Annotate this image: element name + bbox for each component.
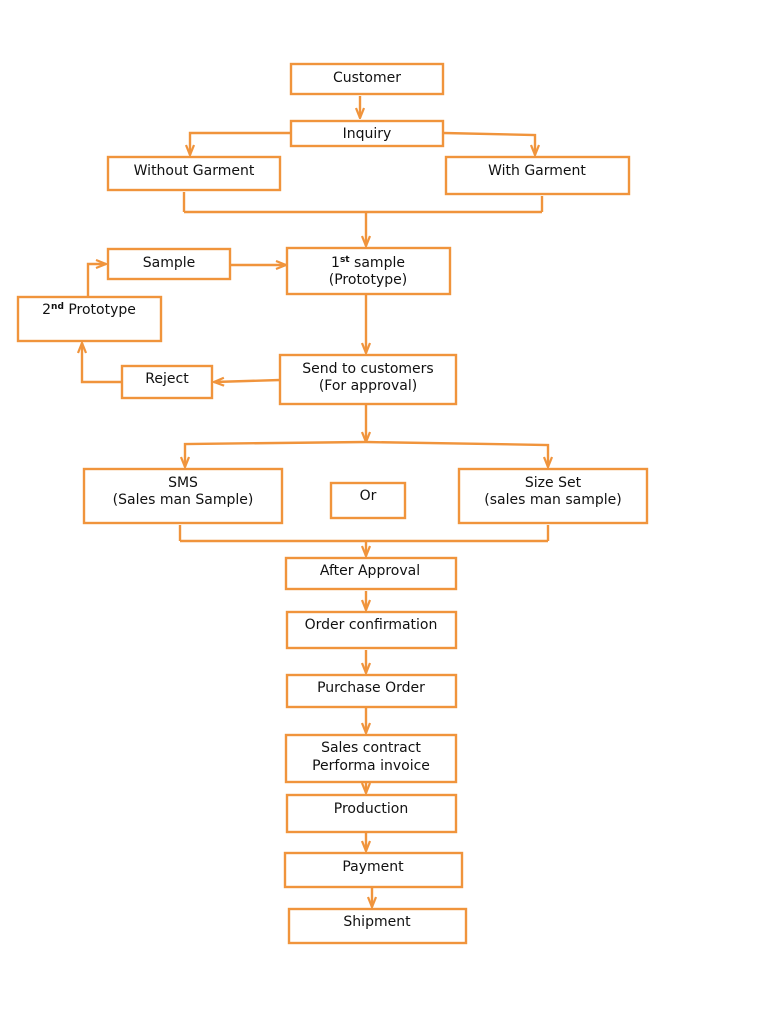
node-size-set-line2: (sales man sample) [484,492,621,508]
node-sales-contract-line1: Sales contract [321,740,421,756]
node-production-label: Production [334,801,408,817]
node-with-garment-label: With Garment [488,163,586,179]
connectors [82,96,548,907]
node-first-sample: 1st sample (Prototype) [285,246,452,296]
node-first-sample-line2: (Prototype) [329,272,407,288]
node-reject-label: Reject [145,371,189,387]
node-sample: Sample [106,247,232,281]
node-order-confirmation-label: Order confirmation [305,617,438,633]
node-size-set-line1: Size Set [525,475,582,491]
node-send-to-customers-line2: (For approval) [319,378,417,394]
node-second-prototype-label: 2nd Prototype [42,302,136,318]
node-without-garment-label: Without Garment [134,163,255,179]
node-size-set: Size Set (sales man sample) [457,467,649,525]
node-shipment: Shipment [287,907,468,945]
connector-second-prototype-sample [86,264,106,296]
node-second-prototype: 2nd Prototype [16,295,163,343]
connector-inquiry-with-garment [443,131,535,155]
node-sales-contract: Sales contract Performa invoice [284,733,458,784]
node-or: Or [329,481,407,520]
node-first-sample-line1: 1st sample [331,255,405,271]
node-reject: Reject [120,364,214,400]
node-send-to-customers-line1: Send to customers [302,361,433,377]
node-order-confirmation: Order confirmation [285,610,458,650]
node-customer: Customer [289,62,445,96]
node-with-garment: With Garment [444,155,631,196]
nodes: Customer Inquiry Without Garment With Ga… [16,62,649,945]
connector-reject-second-prototype [82,343,121,384]
node-inquiry-label: Inquiry [343,126,392,142]
node-or-label: Or [360,488,377,504]
node-payment: Payment [283,851,464,889]
node-customer-label: Customer [333,70,401,86]
connector-inquiry-without-garment [190,131,290,155]
node-sms: SMS (Sales man Sample) [82,467,284,525]
node-payment-label: Payment [342,859,404,875]
node-purchase-order-label: Purchase Order [317,680,425,696]
node-inquiry: Inquiry [289,119,445,148]
node-production: Production [285,793,458,834]
connector-split-size-set [365,440,548,467]
node-send-to-customers: Send to customers (For approval) [278,353,458,406]
node-after-approval: After Approval [284,556,458,591]
node-shipment-label: Shipment [343,914,411,930]
connector-split-sms [185,440,367,467]
node-sms-line1: SMS [168,475,198,491]
node-without-garment: Without Garment [106,155,282,192]
node-sample-label: Sample [143,255,196,271]
node-after-approval-label: After Approval [320,563,420,579]
node-sales-contract-line2: Performa invoice [312,758,430,774]
connector-send-reject [214,380,281,382]
node-sms-line2: (Sales man Sample) [113,492,254,508]
node-purchase-order: Purchase Order [285,673,458,709]
